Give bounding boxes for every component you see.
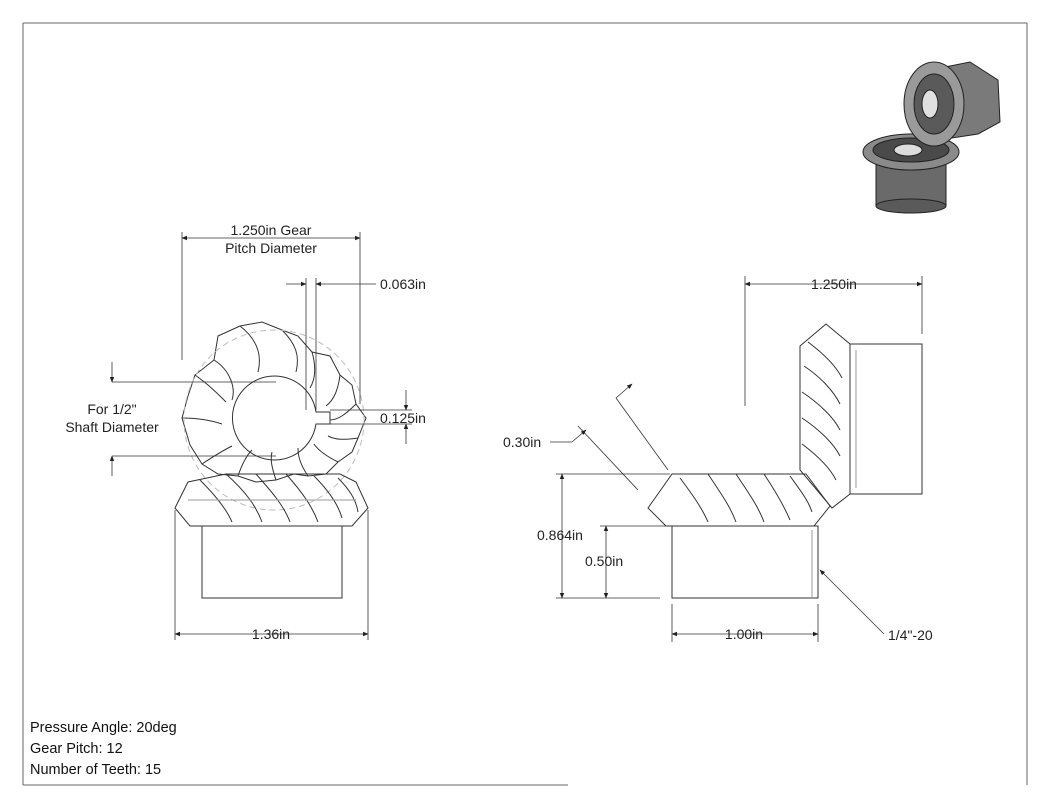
front-view-dimensions: [109, 232, 412, 640]
hub-width-label: 1.00in: [725, 626, 763, 642]
front-view-gear: [174, 321, 369, 599]
isometric-gear-illustration: [862, 61, 1001, 214]
shaft-diameter-label-line1: For 1/2": [87, 401, 136, 417]
pitch-diameter-label-line2: Pitch Diameter: [225, 240, 317, 256]
side-bevel-outline: [647, 473, 831, 527]
overall-height-label: 0.864in: [537, 527, 583, 543]
mating-gear-outline: [799, 323, 851, 509]
pitch-diameter-label-line1: 1.250in Gear: [231, 222, 312, 238]
side-hub-outline: [671, 525, 819, 599]
gear-pitch-note: Gear Pitch: 12: [30, 741, 123, 757]
pitch-circle: [183, 329, 365, 511]
set-screw-label: 1/4"-20: [888, 627, 933, 643]
hub-length-label: 0.50in: [585, 553, 623, 569]
shaft-diameter-label-line2: Shaft Diameter: [65, 419, 159, 435]
pressure-angle-note: Pressure Angle: 20deg: [30, 720, 177, 736]
bore-outline: [232, 375, 331, 461]
teeth-count-note: Number of Teeth: 15: [30, 762, 162, 778]
side-view-gear: [647, 323, 923, 599]
mating-hub-outline: [849, 343, 923, 495]
pinion-face-outline: [181, 321, 367, 483]
keyway-width-label: 0.063in: [380, 276, 426, 292]
side-view-dimensions: [550, 276, 923, 642]
hub-diameter-label: 1.36in: [252, 626, 290, 642]
hub-outline: [201, 525, 343, 599]
face-width-label: 0.30in: [503, 434, 541, 450]
sheet-border: [22, 22, 1028, 786]
keyway-depth-label: 0.125in: [380, 410, 426, 426]
mounting-distance-label: 1.250in: [811, 276, 857, 292]
